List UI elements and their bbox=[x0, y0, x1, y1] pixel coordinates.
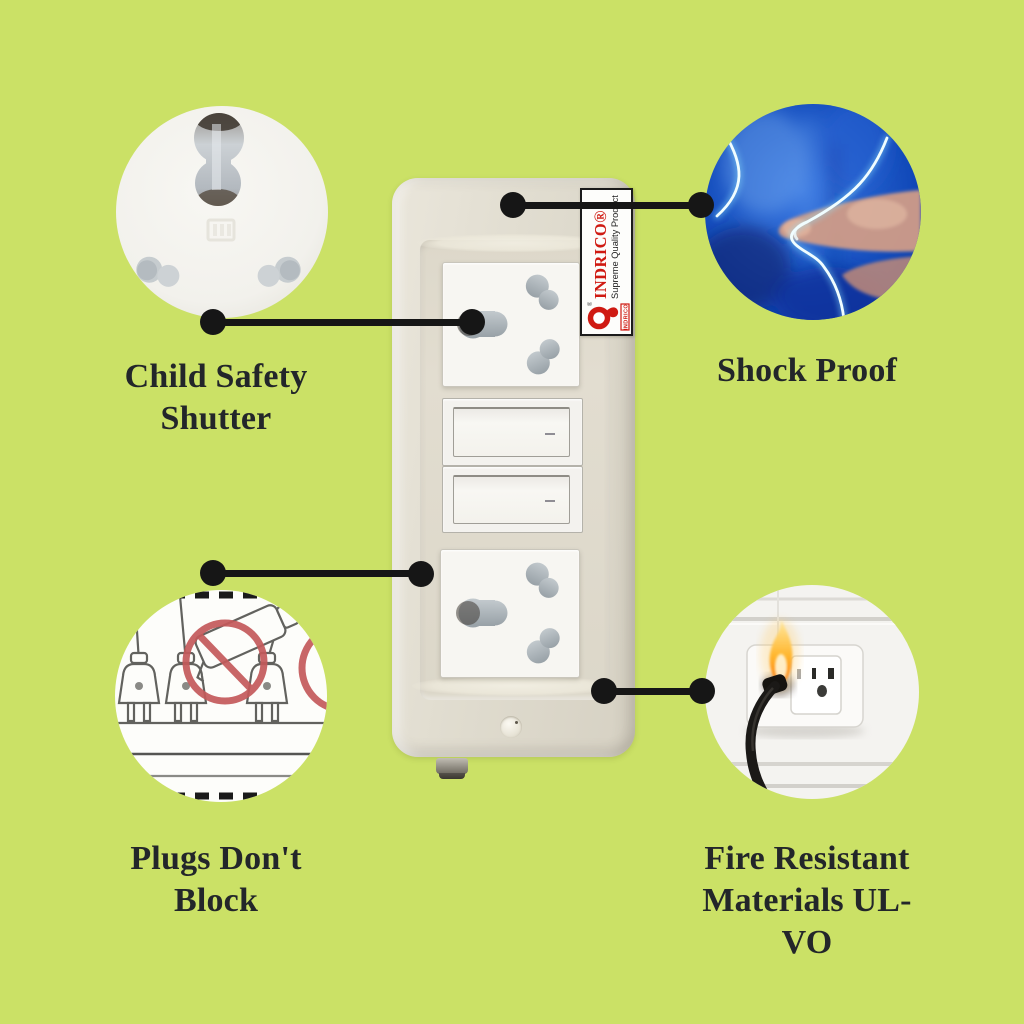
brand-logo-icon: ® INDRICO bbox=[587, 302, 630, 331]
electric-spark-finger-photo-icon bbox=[705, 104, 921, 320]
caption-child-safety-line2: Shutter bbox=[160, 400, 272, 437]
callout-dot-plugs-board bbox=[408, 561, 434, 587]
caption-child-safety: Child Safety Shutter bbox=[56, 356, 376, 440]
caption-plugs-line1: Plugs Don't bbox=[130, 840, 302, 877]
brand-label: ® INDRICO INDRICO® Supreme Quality Produ… bbox=[580, 188, 633, 336]
switch-2-rocker bbox=[453, 475, 570, 524]
callout-line-shock-proof bbox=[513, 202, 701, 209]
callout-dot-fire-board bbox=[591, 678, 617, 704]
socket-bottom-holes bbox=[456, 562, 560, 664]
callout-line-plugs-dont-block bbox=[213, 570, 421, 577]
switch-2-mark bbox=[545, 500, 555, 502]
power-extension-board: ® INDRICO INDRICO® Supreme Quality Produ… bbox=[392, 178, 635, 779]
logo-registered-mark: ® bbox=[587, 302, 594, 306]
callout-line-child-safety bbox=[213, 319, 472, 326]
switch-2 bbox=[442, 466, 583, 533]
caption-shock-proof: Shock Proof bbox=[647, 350, 967, 392]
callout-dot-plugs-circle bbox=[200, 560, 226, 586]
caption-child-safety-line1: Child Safety bbox=[124, 358, 308, 395]
callout-dot-child-safety-circle bbox=[200, 309, 226, 335]
cable-gland bbox=[436, 758, 468, 779]
plugs-dont-block-feature-image bbox=[115, 590, 327, 802]
switch-1-rocker bbox=[453, 407, 570, 457]
callout-dot-child-safety-socket bbox=[459, 309, 485, 335]
plug-row-no-block-illustration-icon bbox=[115, 590, 327, 802]
panel-top-highlight bbox=[416, 234, 612, 252]
brand-name: INDRICO® bbox=[590, 210, 610, 299]
logo-box-text: INDRICO bbox=[623, 304, 629, 330]
callout-dot-fire-circle bbox=[689, 678, 715, 704]
caption-fire-line3: VO bbox=[781, 924, 833, 961]
callout-line-fire-resistant bbox=[604, 688, 702, 695]
caption-shock-proof-line1: Shock Proof bbox=[716, 352, 898, 389]
child-safety-feature-image bbox=[116, 106, 328, 318]
caption-fire-line2: Materials UL- bbox=[702, 882, 912, 919]
caption-plugs-line2: Block bbox=[173, 882, 259, 919]
callout-dot-shock-proof-board bbox=[500, 192, 526, 218]
socket-bottom bbox=[440, 549, 580, 678]
brand-label-text: INDRICO® Supreme Quality Product bbox=[590, 195, 621, 299]
caption-fire-line1: Fire Resistant bbox=[704, 840, 910, 877]
panel-bottom-highlight bbox=[412, 676, 616, 696]
caption-plugs-dont-block: Plugs Don't Block bbox=[56, 838, 376, 922]
burning-outlet-photo-icon bbox=[705, 585, 919, 799]
bottom-screw bbox=[500, 716, 522, 738]
fire-resistant-feature-image bbox=[705, 585, 919, 799]
brand-label-content: ® INDRICO INDRICO® Supreme Quality Produ… bbox=[582, 186, 631, 334]
shock-proof-feature-image bbox=[705, 104, 921, 320]
caption-fire-resistant: Fire Resistant Materials UL- VO bbox=[647, 838, 967, 964]
switch-1-mark bbox=[545, 432, 555, 435]
brand-tagline: Supreme Quality Product bbox=[610, 195, 621, 299]
switch-1 bbox=[442, 398, 583, 466]
callout-dot-shock-proof-circle bbox=[688, 192, 714, 218]
socket-closeup-photo-icon bbox=[116, 106, 328, 318]
